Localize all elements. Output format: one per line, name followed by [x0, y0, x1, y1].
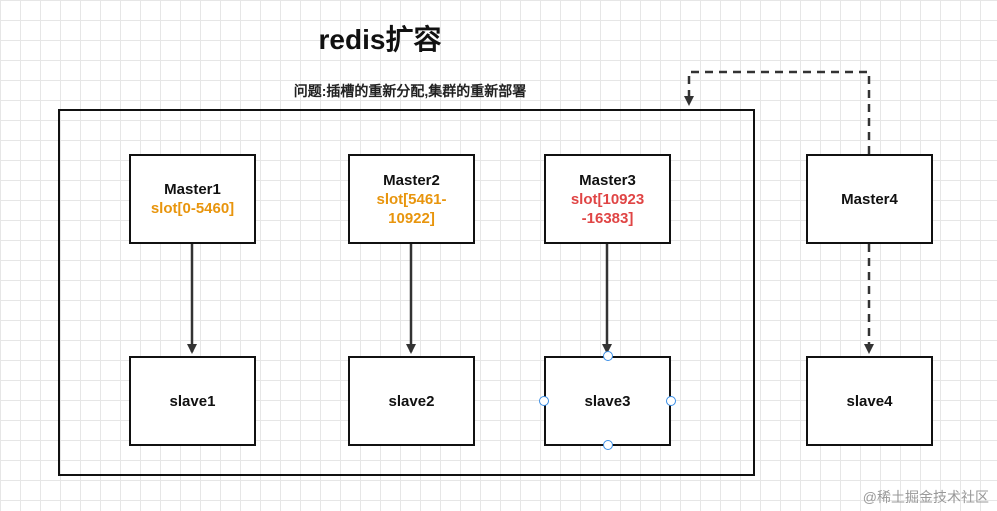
master3-slot-line2: -16383]	[581, 209, 634, 227]
slave1-node[interactable]: slave1	[129, 356, 256, 446]
slave2-node[interactable]: slave2	[348, 356, 475, 446]
slave3-handle-right[interactable]	[666, 396, 676, 406]
diagram-title: redis扩容	[318, 24, 442, 55]
master2-slot-line1: slot[5461-	[376, 190, 447, 208]
master4-node[interactable]: Master4	[806, 154, 933, 244]
slave3-node[interactable]: slave3	[544, 356, 671, 446]
slave3-handle-bottom[interactable]	[603, 440, 613, 450]
master3-node[interactable]: Master3 slot[10923 -16383]	[544, 154, 671, 244]
slave3-handle-left[interactable]	[539, 396, 549, 406]
master1-node[interactable]: Master1 slot[0-5460]	[129, 154, 256, 244]
master1-slot: slot[0-5460]	[150, 200, 235, 217]
master3-label: Master3	[579, 171, 636, 189]
master3-slot-line1: slot[10923	[570, 190, 645, 208]
watermark: @稀土掘金技术社区	[862, 489, 989, 505]
slave3-label: slave3	[584, 392, 631, 410]
slave2-label: slave2	[388, 392, 435, 410]
slave3-handle-top[interactable]	[603, 351, 613, 361]
cluster-container	[58, 109, 755, 476]
master2-label: Master2	[383, 171, 440, 189]
slave4-node[interactable]: slave4	[806, 356, 933, 446]
diagram-subtitle: 问题:插槽的重新分配,集群的重新部署	[293, 83, 527, 99]
master2-node[interactable]: Master2 slot[5461- 10922]	[348, 154, 475, 244]
master1-label: Master1	[164, 181, 221, 198]
master2-slot-line2: 10922]	[388, 209, 435, 227]
master4-label: Master4	[841, 190, 898, 208]
slave4-label: slave4	[846, 392, 893, 410]
slave1-label: slave1	[169, 392, 216, 410]
arrow-master4-to-cluster-dashed	[684, 70, 871, 154]
